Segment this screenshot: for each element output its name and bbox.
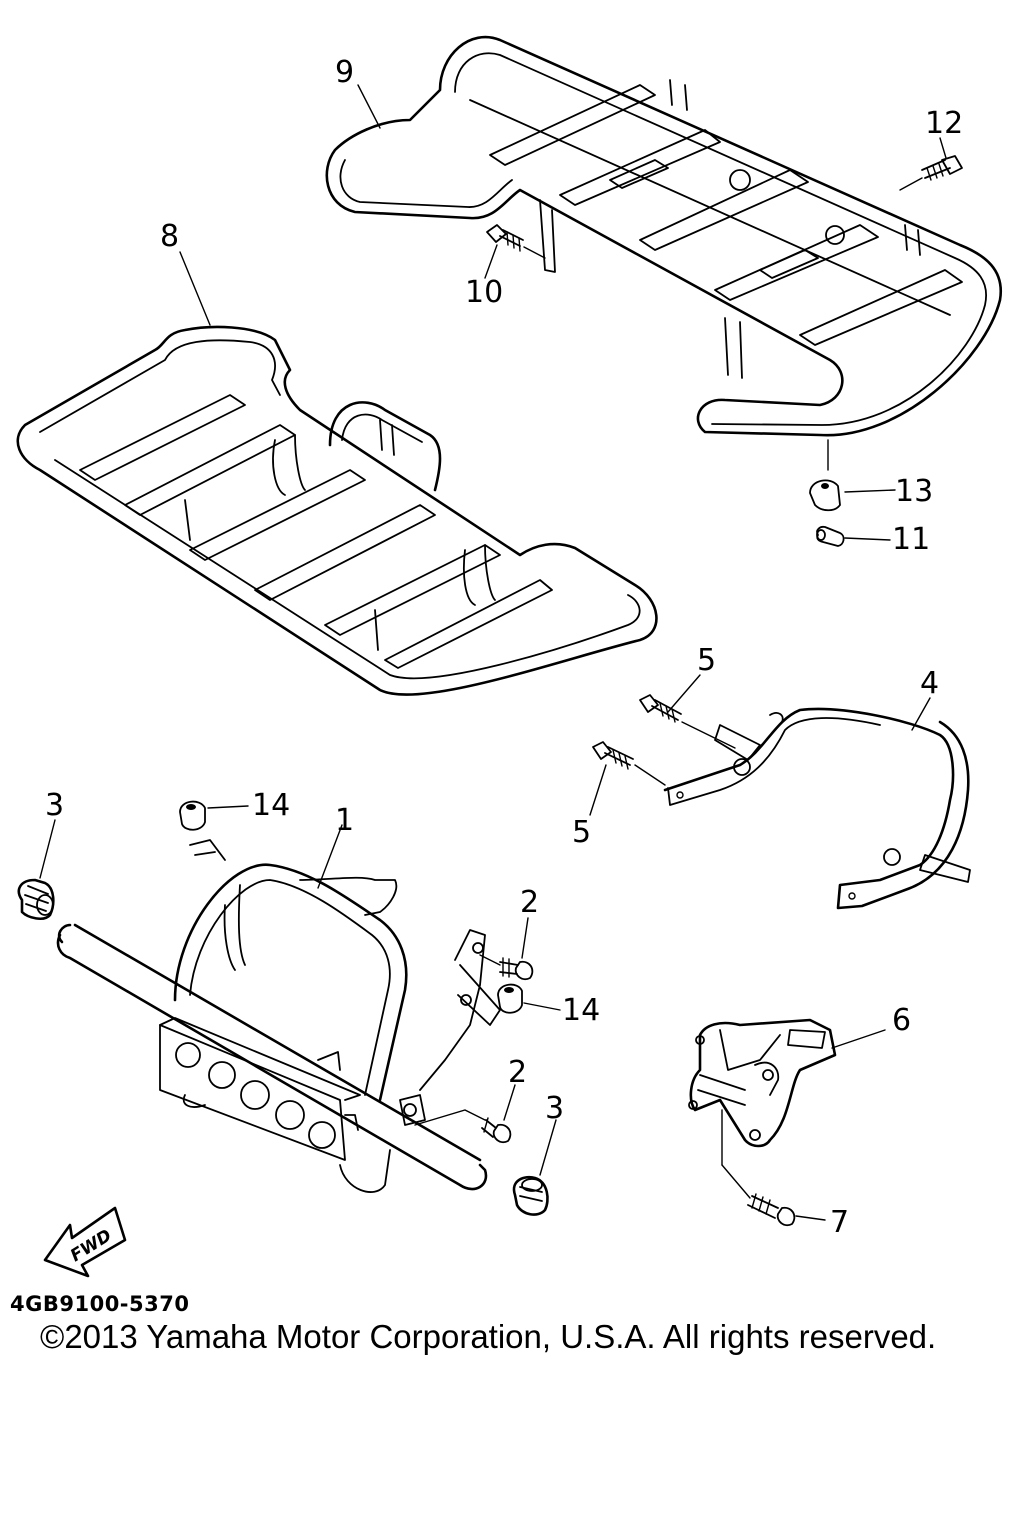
bolt-part-7 <box>721 1164 796 1227</box>
rear-carrier-part-9 <box>325 35 1003 437</box>
front-guard-part-1 <box>56 839 501 1193</box>
nut-part-14-upper <box>179 800 206 831</box>
callout-14-upper: 14 <box>252 788 290 823</box>
bolt-part-2-lower <box>414 1109 512 1144</box>
callout-13: 13 <box>895 474 933 509</box>
callout-4: 4 <box>920 666 939 701</box>
callout-7: 7 <box>830 1205 849 1240</box>
callout-10: 10 <box>465 275 503 310</box>
callout-8: 8 <box>160 219 179 254</box>
bolt-part-5-lower <box>592 741 666 786</box>
grommet-part-3-left <box>17 878 55 921</box>
callout-6: 6 <box>892 1003 911 1038</box>
diagram-code: 4GB9100-5370 <box>10 1292 189 1316</box>
bolt-part-2-upper <box>479 954 534 981</box>
bolt-part-5-upper <box>639 694 736 749</box>
fwd-arrow-icon: FWD <box>43 1206 127 1278</box>
callout-12: 12 <box>925 106 963 141</box>
bracket-part-6 <box>688 1018 837 1166</box>
callout-labels: 9 12 8 10 13 11 5 4 5 3 14 1 2 14 6 2 3 … <box>45 55 963 1240</box>
pin-part-11 <box>816 525 845 547</box>
callout-2-lower: 2 <box>508 1055 527 1090</box>
collar-part-13 <box>809 439 841 512</box>
callout-11: 11 <box>892 522 930 557</box>
callout-5-lower: 5 <box>572 815 591 850</box>
nut-part-14-lower <box>497 983 523 1014</box>
grommet-part-3-right <box>512 1175 549 1216</box>
callout-3-left: 3 <box>45 788 64 823</box>
rear-guard-part-4 <box>663 707 971 910</box>
callout-1: 1 <box>335 803 354 838</box>
bolt-part-10 <box>486 224 546 259</box>
callout-9: 9 <box>335 55 354 90</box>
leader-lines <box>39 84 947 1221</box>
callout-14-lower: 14 <box>562 993 600 1028</box>
callout-3-right: 3 <box>545 1091 564 1126</box>
callout-5-upper: 5 <box>697 643 716 678</box>
front-carrier-part-8 <box>16 325 658 696</box>
callout-2-upper: 2 <box>520 885 539 920</box>
copyright-notice: ©2013 Yamaha Motor Corporation, U.S.A. A… <box>40 1318 937 1355</box>
bolt-part-12 <box>899 155 963 191</box>
